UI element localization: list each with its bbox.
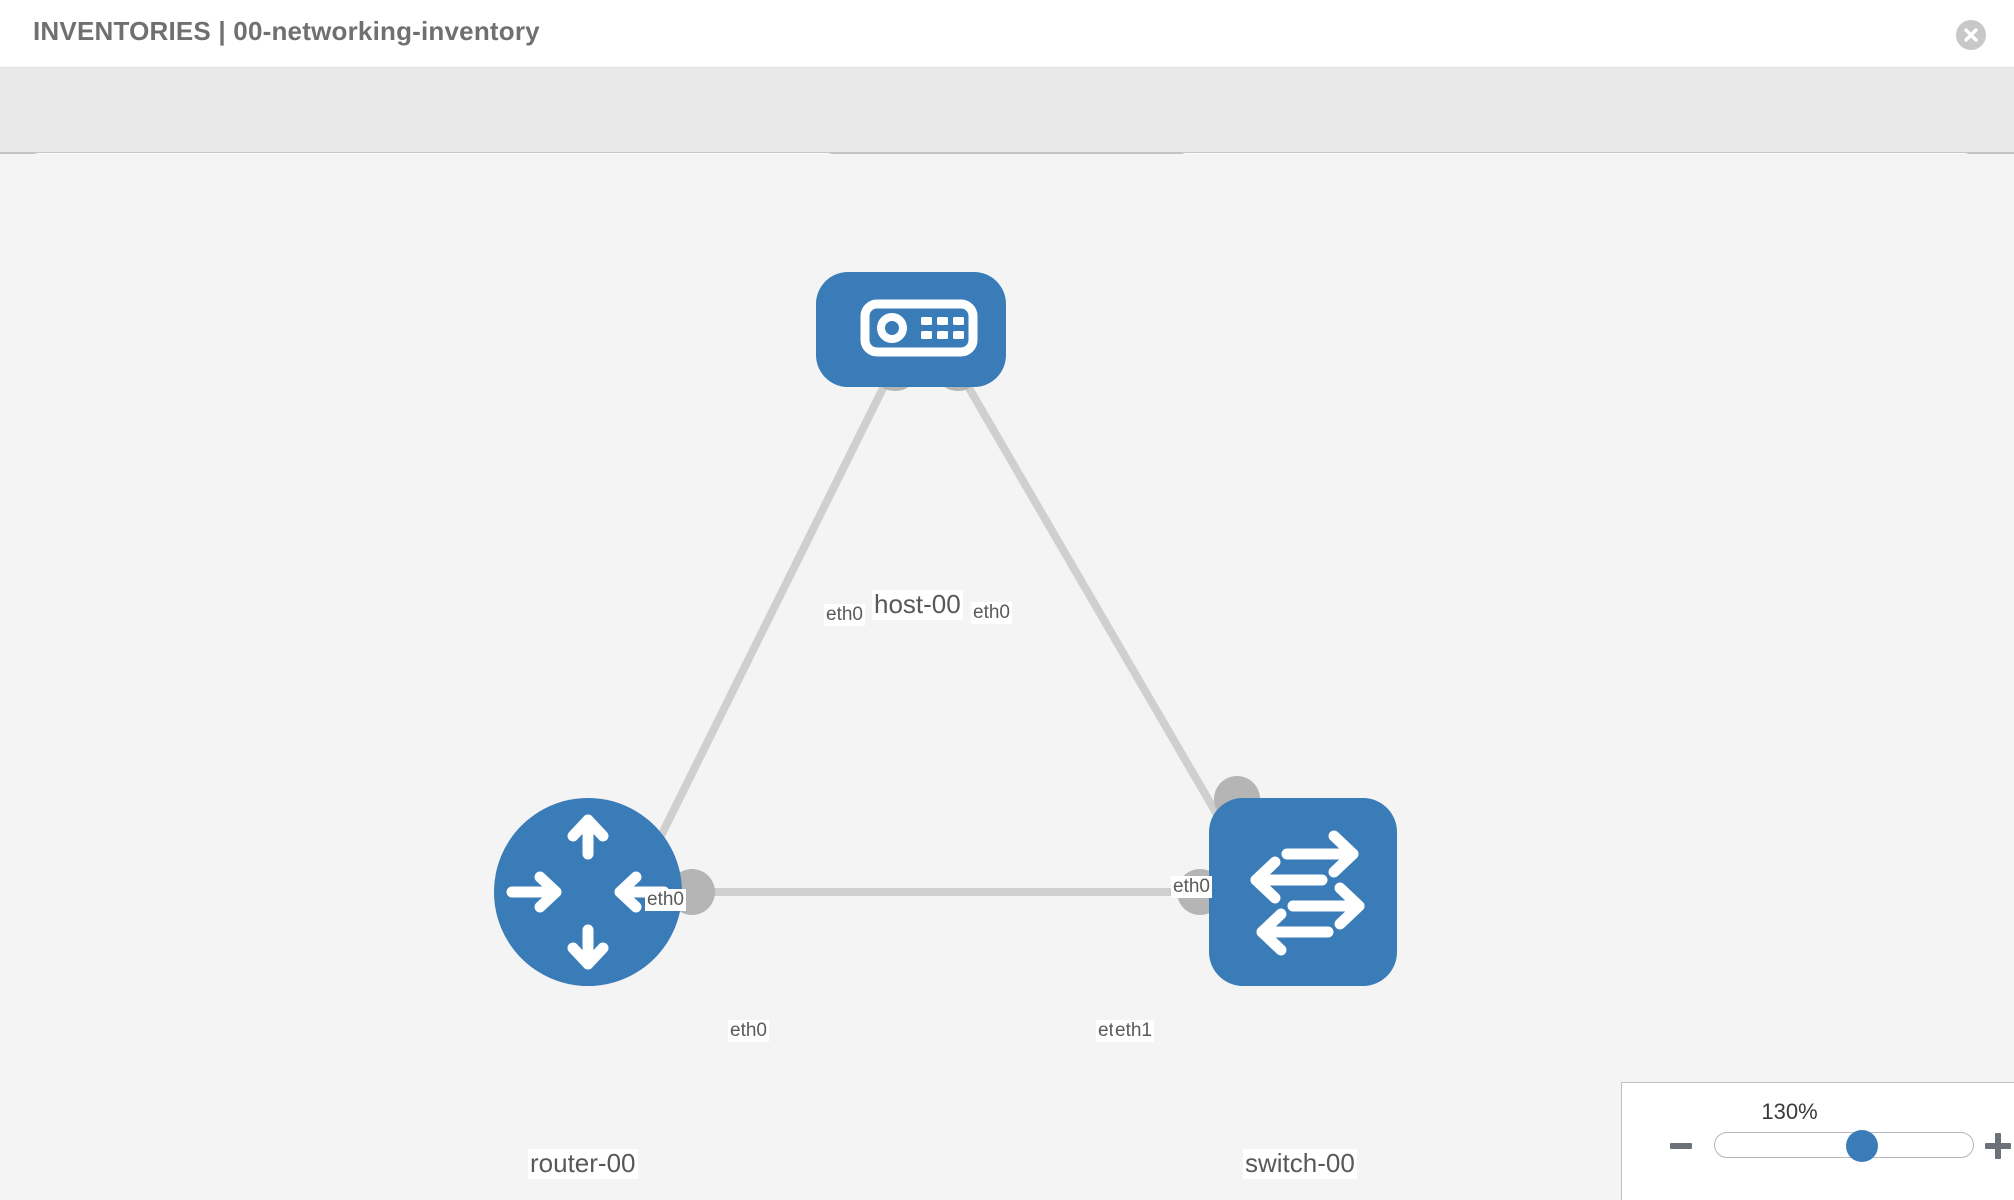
node-label-host-00: host-00: [872, 589, 963, 620]
zoom-slider[interactable]: [1714, 1132, 1974, 1158]
node-switch-00[interactable]: [1209, 798, 1397, 986]
link-host-switch: [951, 361, 1244, 857]
minus-icon[interactable]: [1670, 1143, 1692, 1149]
node-label-router-00: router-00: [528, 1148, 638, 1179]
toolbar: ACTIONS SEARCH: [0, 68, 2014, 204]
topology-graph: [494, 272, 1397, 986]
topology-canvas[interactable]: eth0 eth0 eth0 eth0 eth0 eth0 eth1 host-…: [0, 154, 2014, 1200]
router-arrows-icon: [506, 814, 670, 970]
switch-arrows-icon: [1250, 830, 1365, 956]
zoom-slider-thumb[interactable]: [1846, 1130, 1878, 1162]
iface-label: eth0: [728, 1020, 769, 1042]
page-title: INVENTORIES | 00-networking-inventory: [33, 16, 540, 46]
close-icon[interactable]: [1956, 20, 1986, 50]
node-router-00[interactable]: [494, 798, 682, 986]
iface-label: eth0: [824, 604, 865, 626]
zoom-level-value: 130%: [1761, 1099, 1818, 1124]
link-host-router: [642, 362, 899, 868]
plus-icon[interactable]: [1985, 1133, 2011, 1159]
node-host-00[interactable]: [816, 272, 1006, 387]
node-label-switch-00: switch-00: [1243, 1148, 1357, 1179]
iface-label: eth1: [1113, 1020, 1154, 1042]
iface-label: eth0: [645, 889, 686, 911]
page-header: INVENTORIES | 00-networking-inventory: [0, 0, 2014, 68]
server-icon: [860, 299, 978, 357]
iface-label: eth0: [971, 602, 1012, 624]
iface-label: eth0: [1171, 876, 1212, 898]
zoom-control-panel: 130%: [1621, 1082, 2014, 1200]
